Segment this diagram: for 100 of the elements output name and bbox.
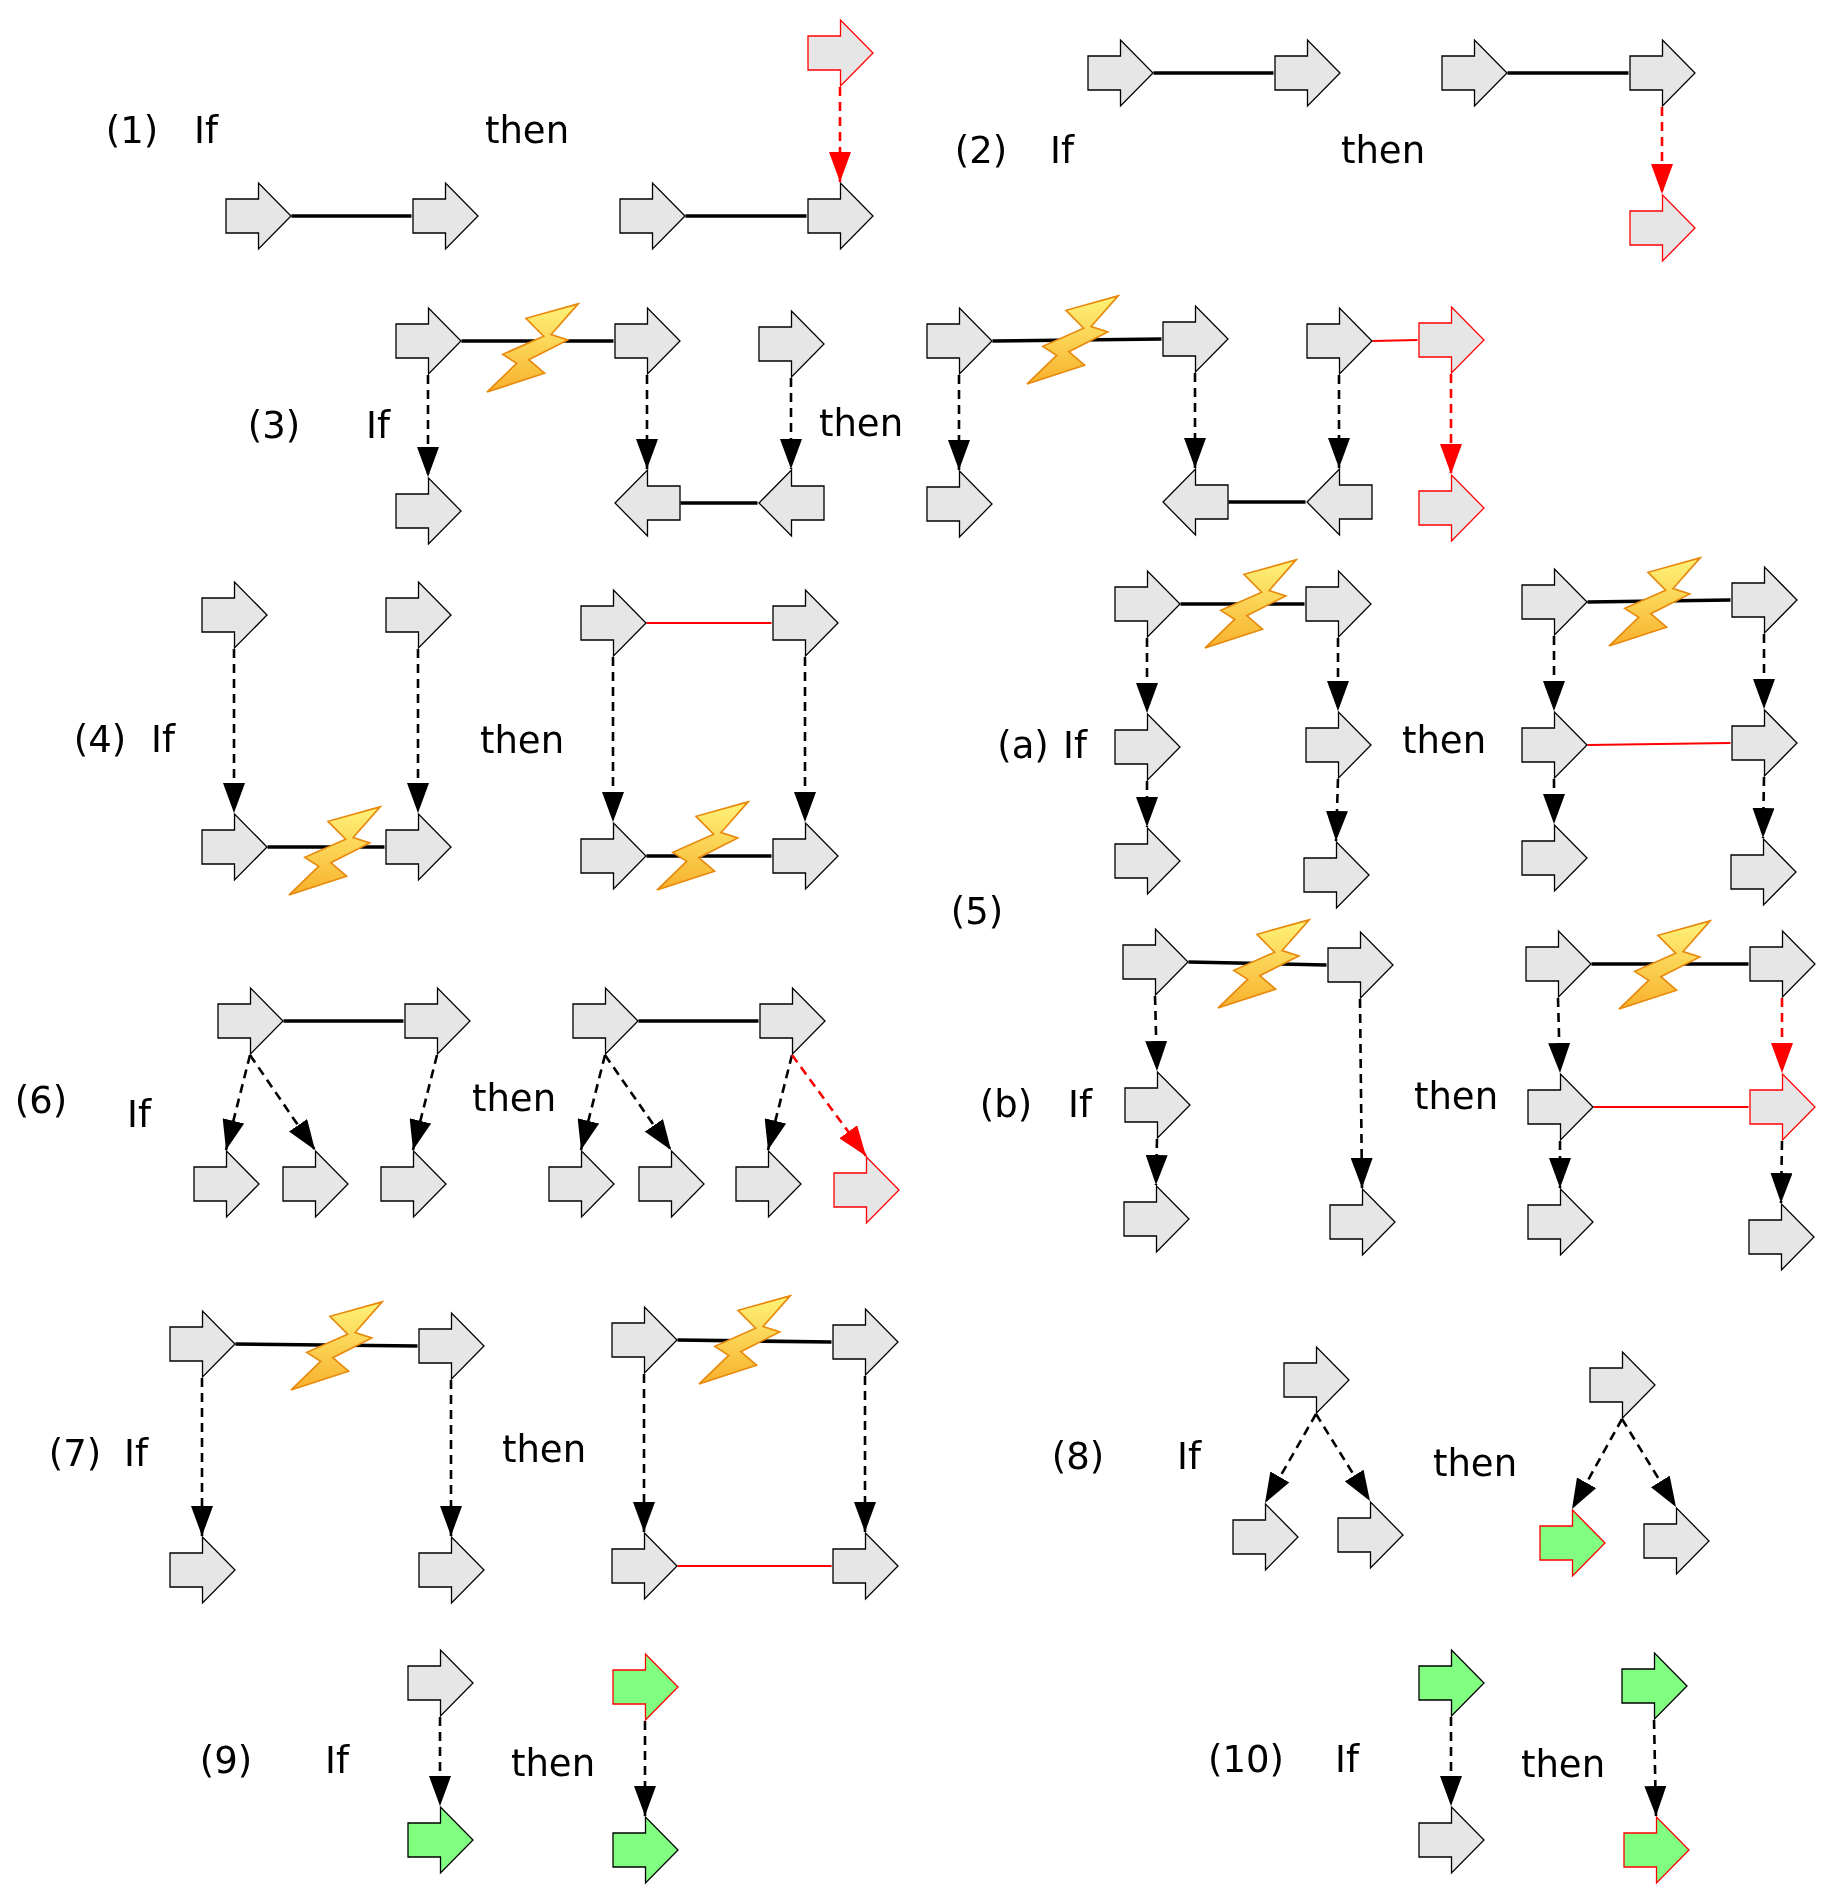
block-glyph	[1417, 1806, 1485, 1874]
connector-line	[646, 621, 772, 625]
dashed-arrow	[407, 649, 429, 813]
lightning-icon	[1216, 919, 1310, 1009]
block-glyph	[1748, 1073, 1816, 1141]
block-glyph	[1620, 1652, 1688, 1720]
block-glyph	[1417, 474, 1485, 542]
lightning-icon	[1025, 295, 1119, 385]
then-keyword: then	[818, 402, 904, 446]
block-glyph	[379, 1150, 447, 1218]
dashed-arrow	[248, 1054, 317, 1151]
block-glyph	[1526, 1188, 1594, 1256]
then-keyword: then	[1340, 129, 1426, 173]
then-keyword: then	[1401, 719, 1487, 763]
connector-line	[1587, 741, 1731, 747]
block-glyph	[925, 470, 993, 538]
dashed-arrow	[191, 1378, 213, 1536]
block-glyph	[411, 182, 479, 250]
rule-number: (1)	[105, 109, 159, 153]
block-glyph	[579, 589, 647, 657]
block-glyph	[806, 19, 874, 87]
then-keyword: then	[1413, 1075, 1499, 1119]
rule-number: (6)	[14, 1079, 68, 1123]
dashed-arrow	[603, 1054, 673, 1151]
dashed-arrow	[854, 1376, 876, 1532]
block-glyph	[618, 182, 686, 250]
block-glyph	[1113, 713, 1181, 781]
lightning-icon	[289, 1301, 383, 1391]
lightning-icon	[485, 303, 579, 393]
block-glyph	[806, 182, 874, 250]
then-keyword: then	[1520, 1743, 1606, 1787]
dashed-arrow	[1549, 1141, 1571, 1188]
dashed-arrow	[1543, 636, 1565, 711]
dashed-arrow	[633, 1374, 655, 1532]
block-glyph	[637, 1150, 705, 1218]
then-keyword: then	[484, 109, 570, 153]
if-keyword: If	[1063, 724, 1087, 768]
block-glyph	[1121, 928, 1189, 996]
if-keyword: If	[194, 109, 218, 153]
block-glyph	[394, 477, 462, 545]
if-keyword: If	[1335, 1738, 1359, 1782]
dashed-arrow	[1145, 995, 1168, 1072]
dashed-arrow	[634, 1721, 656, 1816]
block-glyph	[771, 589, 839, 657]
dashed-arrow	[1328, 375, 1350, 468]
block-glyph	[1161, 468, 1229, 536]
block-glyph	[758, 987, 826, 1055]
block-glyph	[384, 813, 452, 881]
block-glyph	[403, 987, 471, 1055]
dashed-arrow	[1263, 1413, 1318, 1504]
block-glyph	[224, 182, 292, 250]
block-glyph	[1113, 570, 1181, 638]
connector-line	[1228, 500, 1306, 504]
if-keyword: If	[1177, 1435, 1201, 1479]
block-glyph	[734, 1150, 802, 1218]
block-glyph	[1417, 1649, 1485, 1717]
block-glyph	[925, 307, 993, 375]
block-glyph	[611, 1816, 679, 1884]
block-glyph	[547, 1150, 615, 1218]
dashed-arrow	[1651, 107, 1673, 194]
block-glyph	[216, 987, 284, 1055]
then-keyword: then	[479, 719, 565, 763]
rule-number: (2)	[954, 129, 1008, 173]
block-glyph	[1440, 39, 1508, 107]
block-glyph	[1642, 1507, 1710, 1575]
dashed-arrow	[1145, 1138, 1168, 1186]
block-glyph	[200, 813, 268, 881]
lightning-icon	[287, 806, 381, 896]
then-keyword: then	[501, 1428, 587, 1472]
dashed-arrow	[1770, 1140, 1793, 1204]
block-glyph	[1231, 1503, 1299, 1571]
if-keyword: If	[1050, 129, 1074, 173]
dashed-arrow	[948, 375, 970, 470]
block-glyph	[1730, 566, 1798, 634]
dashed-arrow	[1771, 998, 1793, 1073]
dashed-arrow	[794, 657, 816, 822]
connector-line	[677, 1564, 832, 1568]
dashed-arrow	[223, 649, 245, 813]
dashed-arrow	[602, 657, 624, 822]
block-glyph	[1305, 468, 1373, 536]
rule-number: (3)	[247, 404, 301, 448]
rule-number: (4)	[73, 718, 127, 762]
dashed-arrow	[1570, 1418, 1624, 1510]
dashed-arrow	[1752, 776, 1775, 839]
dashed-arrow	[1136, 781, 1158, 827]
block-glyph	[200, 581, 268, 649]
block-glyph	[281, 1150, 349, 1218]
connector-line	[680, 501, 758, 505]
lightning-icon	[1617, 920, 1711, 1010]
dashed-arrow	[1543, 779, 1565, 824]
dashed-arrow	[790, 1054, 868, 1157]
block-glyph	[579, 822, 647, 890]
connector-line	[1507, 71, 1629, 75]
dashed-arrow	[429, 1717, 451, 1806]
block-glyph	[417, 1536, 485, 1604]
block-glyph	[1282, 1346, 1350, 1414]
block-glyph	[1524, 930, 1592, 998]
dashed-arrow	[1136, 638, 1158, 713]
dashed-arrow	[440, 1380, 462, 1536]
dashed-arrow	[1325, 778, 1348, 842]
